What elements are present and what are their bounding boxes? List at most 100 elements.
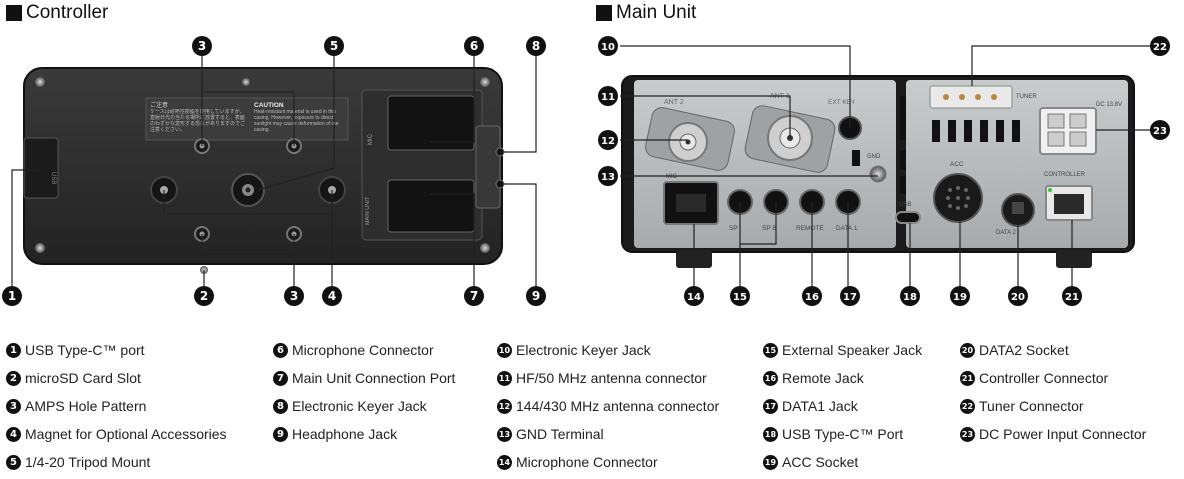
- legend-text: Controller Connector: [979, 370, 1109, 386]
- legend-badge: 1: [6, 342, 21, 358]
- corner-screw: [35, 77, 45, 87]
- legend-text: USB Type-C™ port: [25, 342, 145, 358]
- callout-23: 23: [1150, 120, 1170, 140]
- caution-body-box: Heat-resistant material is used in this …: [254, 109, 339, 133]
- legend-text: microSD Card Slot: [25, 370, 141, 386]
- usb-port-cover[interactable]: [23, 137, 59, 199]
- legend-text: DATA1 Jack: [782, 398, 858, 414]
- callout-7: 7: [464, 286, 484, 306]
- svg-text:1: 1: [8, 289, 16, 303]
- legend-badge: 10: [497, 342, 512, 358]
- svg-text:3: 3: [290, 289, 298, 303]
- warning-jp-body: ケースは耐熱性樹脂を使用していますが、直射日光の当たる場所に放置すると、表面のわ…: [150, 109, 246, 133]
- callout-18: 18: [900, 286, 920, 306]
- controller-title-text: Controller: [26, 2, 109, 23]
- svg-text:15: 15: [733, 292, 747, 303]
- main-unit-section-title: Main Unit: [596, 2, 696, 24]
- top-screw: [242, 78, 250, 86]
- ant2-connector[interactable]: [644, 106, 737, 172]
- svg-text:5: 5: [330, 39, 338, 53]
- dc-label: DC 13.8V: [1096, 102, 1122, 108]
- tuner-connector[interactable]: [929, 85, 1013, 109]
- legend-badge: 7: [273, 370, 288, 386]
- callout-2: 2: [194, 286, 214, 306]
- callout-13: 13: [598, 166, 618, 186]
- main-unit-port-slot[interactable]: [387, 179, 475, 233]
- title-square-icon: [596, 5, 612, 21]
- legend-text: DATA2 Socket: [979, 342, 1069, 358]
- tuner-label: TUNER: [1016, 94, 1037, 100]
- svg-text:22: 22: [1153, 42, 1167, 53]
- legend-text: External Speaker Jack: [782, 342, 923, 358]
- caution-title: CAUTION: [254, 102, 284, 109]
- svg-text:20: 20: [1011, 292, 1025, 303]
- title-square-icon: [6, 5, 22, 21]
- legend-badge: 12: [497, 398, 512, 414]
- ant2-label: ANT 2: [664, 99, 684, 106]
- svg-text:14: 14: [687, 292, 701, 303]
- svg-text:10: 10: [601, 42, 615, 53]
- legend-text: Electronic Keyer Jack: [292, 398, 427, 414]
- callout-8: 8: [526, 36, 546, 56]
- callout-1: 1: [2, 286, 22, 306]
- main-unit-foot: [1056, 250, 1092, 268]
- warning-jp-title: ご注意: [150, 101, 168, 109]
- legend-text: 144/430 MHz antenna connector: [516, 398, 720, 414]
- legend-text: Microphone Connector: [292, 342, 434, 358]
- main-unit-device: ANT 2 ANT 1 EXT KEY GND MIC SP SP B REMO…: [621, 75, 1135, 268]
- legend-badge: 21: [960, 370, 975, 386]
- corner-screw: [480, 243, 490, 253]
- device-diagram: USB ご注意 CAUTION ケースは耐熱性樹脂を使用していますが、直射日光の…: [2, 36, 1170, 306]
- legend-badge: 2: [6, 370, 21, 386]
- controller-side-label: USB: [50, 172, 56, 184]
- callout-4: 4: [322, 286, 342, 306]
- callout-10: 10: [598, 36, 618, 56]
- legend-text: Magnet for Optional Accessories: [25, 426, 227, 442]
- legend-text: 1/4-20 Tripod Mount: [25, 454, 151, 470]
- legend-text: Remote Jack: [782, 370, 864, 386]
- legend-badge: 19: [763, 454, 778, 470]
- legend-badge: 20: [960, 342, 975, 358]
- mic-port-label: MIC: [368, 133, 374, 145]
- controller-connector-label: CONTROLLER: [1044, 172, 1086, 178]
- legend-badge: 3: [6, 398, 21, 414]
- legend-badge: 8: [273, 398, 288, 414]
- legend-badge: 6: [273, 342, 288, 358]
- legend-badge: 23: [960, 426, 975, 442]
- acc-label: ACC: [950, 161, 964, 168]
- data2-label: DATA 2: [996, 230, 1016, 236]
- gnd-label: GND: [867, 154, 881, 160]
- legend-text: DC Power Input Connector: [979, 426, 1147, 442]
- callout-5: 5: [324, 36, 344, 56]
- spb-label: SP B: [762, 225, 777, 232]
- gnd-terminal[interactable]: [869, 165, 887, 183]
- usb-c-port[interactable]: [895, 211, 921, 224]
- callout-21: 21: [1062, 286, 1082, 306]
- legend-text: ACC Socket: [782, 454, 859, 470]
- callout-badges: 1 2 3 3 4 5 6 7 8 9 10 11 12 13 14 15 16…: [2, 36, 1170, 306]
- main-usb-label: USB: [899, 202, 911, 208]
- controller-device: USB ご注意 CAUTION ケースは耐熱性樹脂を使用していますが、直射日光の…: [23, 67, 505, 274]
